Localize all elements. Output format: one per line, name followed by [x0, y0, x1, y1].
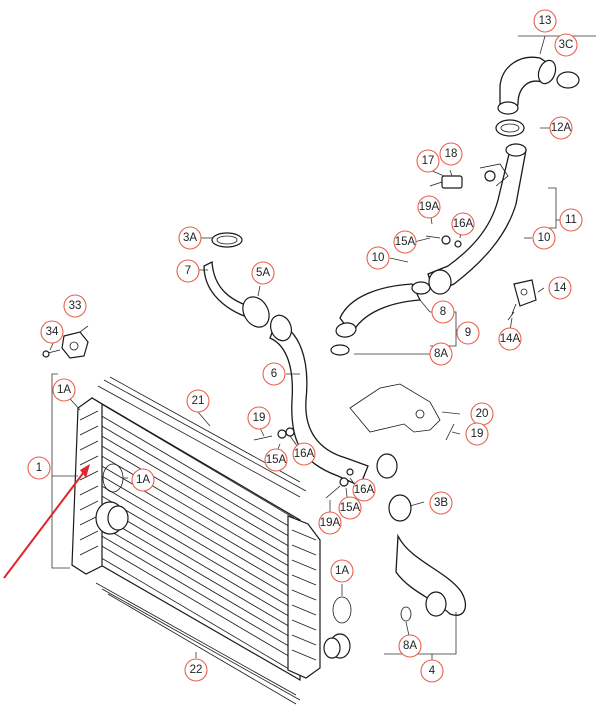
- callout-21[interactable]: 21: [186, 389, 210, 413]
- callout-13[interactable]: 13: [533, 9, 557, 33]
- callout-16a-top[interactable]: 16A: [451, 212, 475, 236]
- svg-text:13: 13: [539, 15, 552, 27]
- svg-text:22: 22: [190, 664, 203, 676]
- svg-text:12A: 12A: [551, 122, 572, 134]
- svg-text:10: 10: [538, 232, 551, 244]
- callout-9[interactable]: 9: [456, 321, 480, 345]
- bracket-14: [511, 279, 537, 315]
- svg-text:15A: 15A: [340, 502, 361, 514]
- callout-15a-low[interactable]: 15A: [338, 496, 362, 520]
- svg-text:3C: 3C: [559, 39, 574, 51]
- svg-text:19A: 19A: [320, 517, 341, 529]
- svg-text:10: 10: [372, 252, 385, 264]
- svg-text:3A: 3A: [183, 232, 197, 244]
- svg-text:19A: 19A: [419, 201, 440, 213]
- svg-text:17: 17: [422, 155, 435, 167]
- svg-text:33: 33: [69, 300, 82, 312]
- callout-1a-right[interactable]: 1A: [330, 559, 354, 583]
- callout-11[interactable]: 11: [559, 208, 583, 232]
- fasteners: [253, 235, 515, 499]
- callout-16a-low[interactable]: 16A: [352, 478, 376, 502]
- sensor-assembly: [429, 163, 509, 189]
- svg-text:14A: 14A: [500, 333, 521, 345]
- svg-text:5A: 5A: [256, 267, 270, 279]
- svg-text:34: 34: [46, 326, 59, 338]
- callout-34[interactable]: 34: [40, 320, 64, 344]
- svg-text:8: 8: [440, 306, 446, 318]
- red-indicator-arrow: [3, 464, 90, 579]
- svg-text:16A: 16A: [354, 484, 375, 496]
- callout-17[interactable]: 17: [416, 149, 440, 173]
- callout-3b[interactable]: 3B: [429, 491, 453, 515]
- callout-20[interactable]: 20: [470, 402, 494, 426]
- hose-4: [376, 453, 467, 622]
- callout-8a-low[interactable]: 8A: [398, 634, 422, 658]
- callout-10-left[interactable]: 10: [366, 246, 390, 270]
- svg-text:3B: 3B: [434, 497, 448, 509]
- svg-text:1A: 1A: [57, 384, 71, 396]
- callout-8a-mid[interactable]: 8A: [429, 342, 453, 366]
- hose-13: [497, 56, 580, 115]
- svg-text:16A: 16A: [294, 448, 315, 460]
- svg-text:6: 6: [271, 368, 277, 380]
- callout-1a-inner[interactable]: 1A: [131, 468, 155, 492]
- svg-text:15A: 15A: [266, 454, 287, 466]
- pipe-8: [330, 281, 431, 356]
- callout-19-right[interactable]: 19: [465, 422, 489, 446]
- callout-15a-top[interactable]: 15A: [393, 230, 417, 254]
- callout-33[interactable]: 33: [63, 294, 87, 318]
- callout-1a-left[interactable]: 1A: [52, 378, 76, 402]
- callout-12a[interactable]: 12A: [549, 116, 573, 140]
- svg-text:1: 1: [36, 462, 42, 474]
- svg-text:11: 11: [565, 214, 577, 226]
- callout-15a-mid[interactable]: 15A: [264, 448, 288, 472]
- callout-5a[interactable]: 5A: [251, 261, 275, 285]
- callout-3a[interactable]: 3A: [178, 226, 202, 250]
- pipe-11: [427, 119, 527, 295]
- svg-text:18: 18: [445, 148, 458, 160]
- callout-7[interactable]: 7: [176, 259, 200, 283]
- svg-text:14: 14: [554, 282, 567, 294]
- svg-text:20: 20: [476, 408, 489, 420]
- callout-19a-top[interactable]: 19A: [417, 195, 441, 219]
- svg-text:4: 4: [429, 665, 436, 677]
- svg-text:19: 19: [471, 428, 484, 440]
- callout-14[interactable]: 14: [548, 276, 572, 300]
- svg-text:15A: 15A: [395, 236, 416, 248]
- svg-text:21: 21: [192, 395, 205, 407]
- callout-16a-mid[interactable]: 16A: [292, 442, 316, 466]
- callout-6[interactable]: 6: [262, 362, 286, 386]
- hose-7: [203, 232, 270, 328]
- svg-text:8A: 8A: [434, 348, 448, 360]
- callout-19a-low[interactable]: 19A: [318, 511, 342, 535]
- callout-8[interactable]: 8: [431, 300, 455, 324]
- svg-text:1A: 1A: [335, 565, 349, 577]
- callout-18[interactable]: 18: [439, 142, 463, 166]
- callout-22[interactable]: 22: [184, 658, 208, 682]
- svg-text:19: 19: [253, 412, 266, 424]
- svg-text:9: 9: [465, 327, 471, 339]
- callout-14a[interactable]: 14A: [498, 327, 522, 351]
- callout-19-mid[interactable]: 19: [247, 406, 271, 430]
- svg-text:8A: 8A: [403, 640, 417, 652]
- callout-1[interactable]: 1: [27, 456, 51, 480]
- callout-10-right[interactable]: 10: [532, 226, 556, 250]
- svg-text:7: 7: [185, 265, 191, 277]
- callout-4[interactable]: 4: [420, 659, 444, 683]
- svg-text:16A: 16A: [453, 218, 474, 230]
- svg-text:1A: 1A: [136, 474, 150, 486]
- callout-3c[interactable]: 3C: [554, 33, 578, 57]
